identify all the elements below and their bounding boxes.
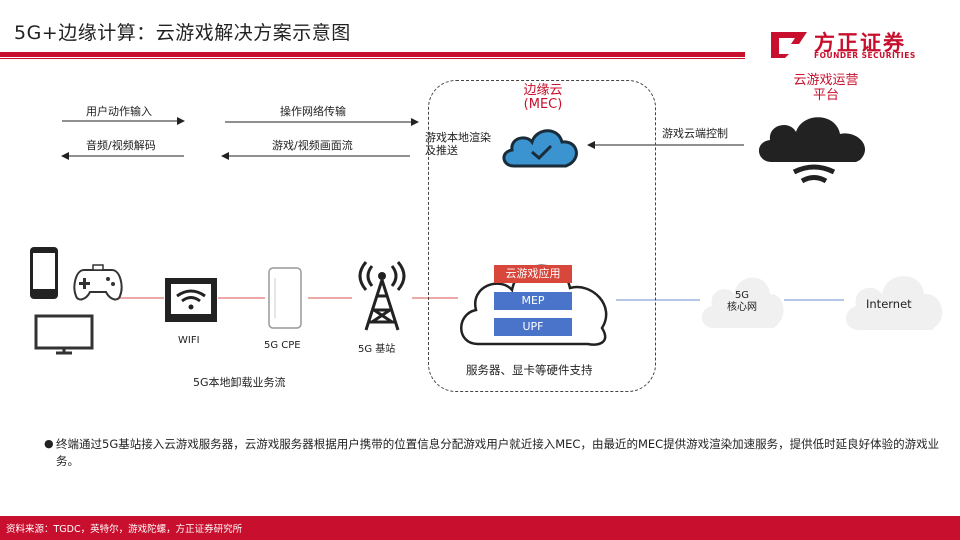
cloud-platform-title: 云游戏运营 平台	[793, 73, 859, 103]
hardware-support-label: 服务器、显卡等硬件支持	[466, 363, 593, 377]
wifi-router-icon	[165, 278, 217, 322]
user-input-label: 用户动作输入	[86, 105, 152, 118]
mec-subtitle: (MEC)	[523, 97, 563, 112]
smartphone-icon	[30, 247, 58, 299]
gamepad-icon	[73, 264, 123, 301]
network-transfer-label: 操作网络传输	[280, 105, 346, 118]
render-push-label: 游戏本地渲染 及推送	[425, 131, 491, 157]
source-note: 资料来源：TGDC，英特尔，游戏陀螺，方正证券研究所	[6, 524, 243, 535]
footer-bar	[0, 516, 960, 540]
title-divider-thin	[0, 58, 745, 59]
stack-upf: UPF	[494, 318, 572, 336]
note-bullet: ●	[44, 437, 54, 450]
note-text: 终端通过5G基站接入云游戏服务器，云游戏服务器根据用户携带的位置信息分配游戏用户…	[56, 437, 940, 468]
mec-boundary	[428, 80, 656, 392]
cpe-device-icon	[268, 267, 302, 329]
cloud-platform-icon	[758, 117, 866, 184]
decode-label: 音频/视频解码	[86, 139, 156, 152]
page-title: 5G+边缘计算：云游戏解决方案示意图	[14, 22, 351, 44]
edge-cloud-check-icon	[502, 129, 578, 168]
brand-name: 方正证券	[814, 31, 906, 55]
founder-logo-icon	[771, 32, 807, 58]
cpe-label: 5G CPE	[264, 340, 301, 351]
title-divider	[0, 52, 745, 57]
brand-name-en: FOUNDER SECURITIES	[814, 51, 916, 60]
local-offload-label: 5G本地卸载业务流	[193, 376, 286, 389]
core-network-cloud-icon	[701, 277, 784, 328]
cloud-control-label: 游戏云端控制	[662, 127, 728, 140]
base-station-icon	[358, 261, 406, 331]
base-station-label: 5G 基站	[358, 344, 396, 355]
stack-cloud-game-app: 云游戏应用	[494, 265, 572, 283]
stack-mep: MEP	[494, 292, 572, 310]
internet-cloud-icon	[845, 276, 943, 330]
tv-monitor-icon	[34, 314, 94, 355]
core-network-label: 5G 核心网	[727, 290, 757, 313]
mec-title: 边缘云	[523, 83, 563, 98]
internet-label: Internet	[866, 297, 912, 311]
stream-label: 游戏/视频画面流	[272, 139, 353, 152]
wifi-label: WIFI	[178, 335, 200, 346]
